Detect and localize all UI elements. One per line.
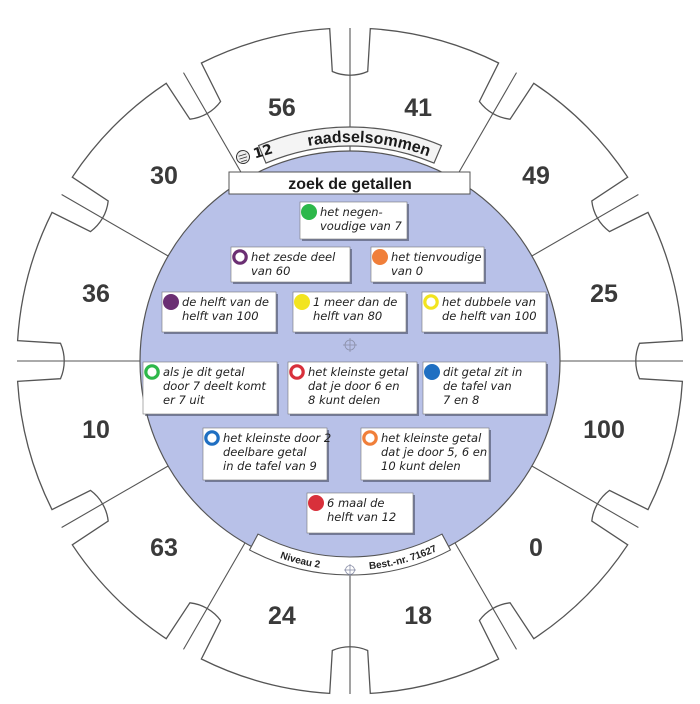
clue-card-body xyxy=(360,427,490,481)
answer-number[interactable]: 63 xyxy=(150,534,178,562)
slot-divider xyxy=(454,542,517,650)
clue-card-body xyxy=(292,291,407,333)
level-badge: 12 xyxy=(236,141,275,164)
clue-text-line: als je dit getal xyxy=(163,365,245,379)
slot-divider xyxy=(183,72,246,180)
header-plate xyxy=(228,171,471,195)
crosshair-icon xyxy=(344,564,356,576)
clue-card-body xyxy=(370,246,485,283)
answer-number[interactable]: 56 xyxy=(268,94,296,122)
clue-card-body xyxy=(142,361,278,415)
clue-text-line: 1 meer dan de xyxy=(313,295,397,309)
color-marker xyxy=(423,294,439,310)
clue-text-line: door 7 deelt komt xyxy=(163,379,266,393)
clue-text-line: de tafel van xyxy=(443,379,512,393)
clue-text-line: de helft van de xyxy=(182,295,269,309)
answer-number[interactable]: 41 xyxy=(404,94,432,122)
footer-arc xyxy=(248,533,452,576)
clue-card-body xyxy=(202,427,328,481)
answer-number[interactable]: 25 xyxy=(590,280,618,308)
clue-text-line: het kleinste getal xyxy=(381,431,482,445)
level-badge-number: 12 xyxy=(251,141,274,162)
color-marker xyxy=(163,294,179,310)
answer-number[interactable]: 24 xyxy=(268,602,296,630)
clue-text-line: er 7 uit xyxy=(163,393,205,407)
clue-text-line: helft van 12 xyxy=(327,510,396,524)
clue-card-body xyxy=(306,492,414,534)
color-marker xyxy=(362,430,378,446)
clue-text-line: 10 kunt delen xyxy=(381,459,461,473)
clue-text-line: het negen- xyxy=(320,205,383,219)
slot-divider xyxy=(61,194,169,257)
clue-text-line: 6 maal de xyxy=(327,496,385,510)
answer-number[interactable]: 10 xyxy=(82,416,110,444)
clue-card-body xyxy=(161,291,277,333)
crosshair-icon xyxy=(343,338,357,352)
clue-card[interactable]: het negen-voudige van 7 xyxy=(299,201,409,241)
color-marker xyxy=(294,294,310,310)
clue-card-body xyxy=(299,201,408,240)
clue-text-line: het zesde deel xyxy=(251,250,336,264)
slot-divider xyxy=(454,72,517,180)
clue-card-body xyxy=(421,291,547,333)
slot-divider xyxy=(61,465,169,528)
clue-text-line: helft van 100 xyxy=(182,309,259,323)
answer-number[interactable]: 0 xyxy=(529,534,543,562)
clue-card-body xyxy=(422,361,547,415)
color-marker xyxy=(424,364,440,380)
slot-divider xyxy=(531,194,639,257)
answer-number[interactable]: 100 xyxy=(583,416,625,444)
clue-card-body xyxy=(287,361,418,415)
answer-number[interactable]: 30 xyxy=(150,162,178,190)
header-title: zoek de getallen xyxy=(288,176,412,193)
clue-text-line: het dubbele van xyxy=(442,295,536,309)
clue-text-line: voudige van 7 xyxy=(320,219,402,233)
color-marker xyxy=(289,364,305,380)
slot-divider xyxy=(531,465,639,528)
color-marker xyxy=(144,364,160,380)
clue-text-line: het kleinste getal xyxy=(308,365,409,379)
clue-text-line: dat je door 5, 6 en xyxy=(381,445,487,459)
color-marker xyxy=(301,204,317,220)
clue-text-line: dit getal zit in xyxy=(443,365,522,379)
clue-text-line: van 60 xyxy=(251,264,290,278)
answer-number[interactable]: 49 xyxy=(522,162,550,190)
clue-text-line: dat je door 6 en xyxy=(308,379,400,393)
color-marker xyxy=(308,495,324,511)
color-marker xyxy=(372,249,388,265)
clue-text-line: het kleinste door 2 xyxy=(223,431,331,445)
clue-text-line: 8 kunt delen xyxy=(308,393,380,407)
clue-text-line: van 0 xyxy=(391,264,423,278)
clue-text-line: helft van 80 xyxy=(313,309,382,323)
answer-slots: 56 41 49 25 100 0 18 24 63 10 36 30 xyxy=(82,94,625,630)
clue-card-body xyxy=(230,246,351,283)
clue-text-line: het tienvoudige xyxy=(391,250,482,264)
answer-number[interactable]: 18 xyxy=(404,602,432,630)
slot-divider xyxy=(183,542,246,650)
color-marker xyxy=(204,430,220,446)
clue-text-line: in de tafel van 9 xyxy=(223,459,317,473)
answer-number[interactable]: 36 xyxy=(82,280,110,308)
banner-arc xyxy=(257,126,443,164)
clue-text-line: de helft van 100 xyxy=(442,309,537,323)
color-marker xyxy=(232,249,248,265)
slot-dividers xyxy=(17,28,683,694)
clue-text-line: deelbare getal xyxy=(223,445,307,459)
clue-text-line: 7 en 8 xyxy=(443,393,479,407)
